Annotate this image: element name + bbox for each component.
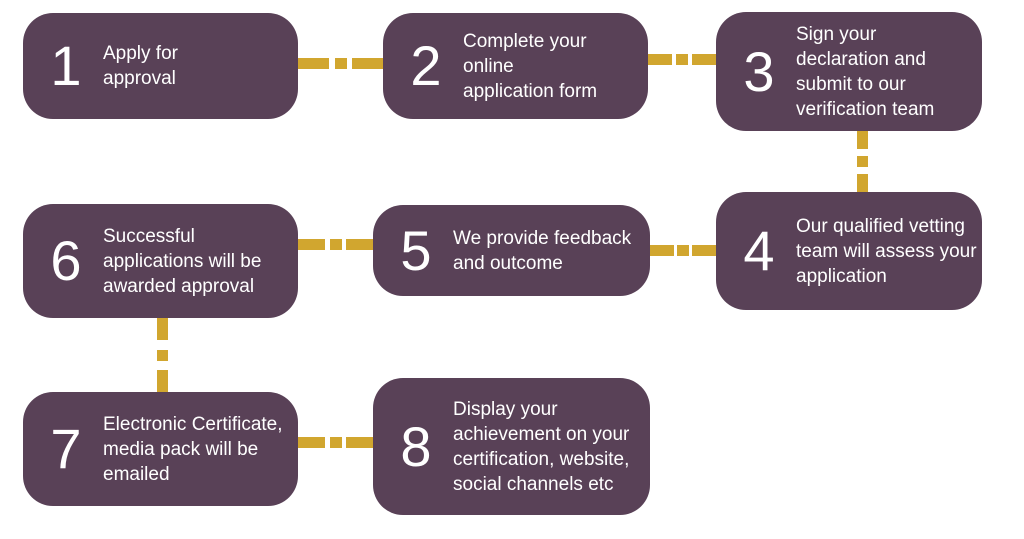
connector-4-5 <box>650 245 716 256</box>
step-number-5: 5 <box>400 218 432 282</box>
step-number-4: 4 <box>743 219 775 282</box>
step-box-2: 2 Complete your online application form <box>383 13 648 119</box>
connector-dash <box>157 318 168 341</box>
step-text-6: Successful applications will be awarded … <box>103 225 262 297</box>
step-number-6: 6 <box>50 229 82 292</box>
step-text-1: Apply for approval <box>103 43 178 89</box>
connector-7-8 <box>298 437 373 448</box>
step-text-5: We provide feedback and outcome <box>453 227 632 274</box>
connector-dash <box>298 437 325 448</box>
connector-2-3 <box>648 54 716 65</box>
connector-square <box>334 58 347 69</box>
connector-dash <box>157 369 168 392</box>
connector-dash <box>298 58 329 69</box>
connector-5-6 <box>298 239 373 250</box>
connector-dash <box>691 54 716 65</box>
step-text-3: Sign your declaration and submit to our … <box>796 23 935 120</box>
step-box-7: 7 Electronic Certificate, media pack wil… <box>23 392 298 506</box>
connector-square <box>676 54 688 65</box>
step-box-3: 3 Sign your declaration and submit to ou… <box>716 12 982 131</box>
connector-dash <box>692 245 716 256</box>
connector-dash <box>346 239 373 250</box>
connector-3-4 <box>857 131 868 192</box>
step-text-2: Complete your online application form <box>463 30 598 102</box>
step-number-8: 8 <box>400 414 432 478</box>
step-number-2: 2 <box>410 34 442 97</box>
step-text-7: Electronic Certificate, media pack will … <box>103 413 283 485</box>
connector-dash <box>346 437 373 448</box>
step-number-7: 7 <box>50 417 82 480</box>
connector-dash <box>352 58 383 69</box>
connector-square <box>857 156 868 167</box>
step-text-4: Our qualified vetting team will assess y… <box>796 215 977 287</box>
step-number-1: 1 <box>50 34 82 97</box>
step-box-4: 4 Our qualified vetting team will assess… <box>716 192 982 310</box>
step-text-8: Display your achievement on your certifi… <box>453 398 630 495</box>
step-box-1: 1 Apply for approval <box>23 13 298 119</box>
step-box-6: 6 Successful applications will be awarde… <box>23 204 298 318</box>
connector-dash <box>650 245 674 256</box>
connector-dash <box>298 239 325 250</box>
step-number-3: 3 <box>743 39 775 103</box>
connector-dash <box>648 54 673 65</box>
connector-dash <box>857 131 868 150</box>
connector-square <box>677 245 689 256</box>
connector-dash <box>857 173 868 192</box>
connector-square <box>329 437 342 448</box>
connector-square <box>329 239 342 250</box>
connector-square <box>157 349 168 361</box>
connector-1-2 <box>298 58 383 69</box>
step-box-8: 8 Display your achievement on your certi… <box>373 378 650 515</box>
step-box-5: 5 We provide feedback and outcome <box>373 205 650 296</box>
connector-6-7 <box>157 318 168 392</box>
